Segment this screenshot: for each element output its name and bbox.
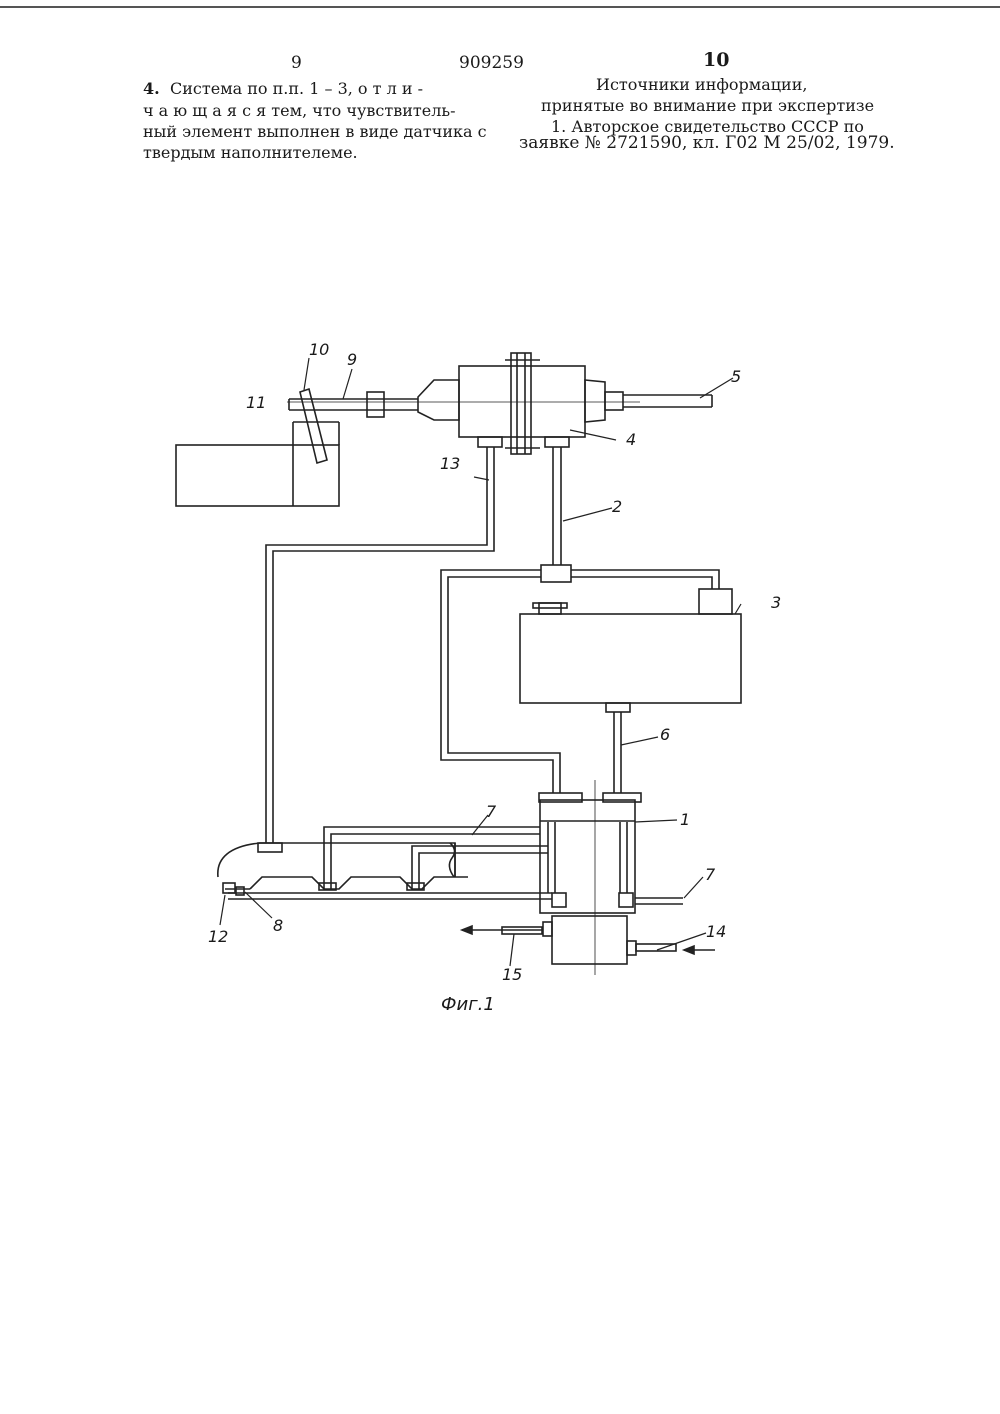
figure-caption: Фиг.1 xyxy=(441,994,495,1015)
label-5: 5 xyxy=(731,367,741,386)
label-9: 9 xyxy=(347,350,357,369)
label-1: 1 xyxy=(680,810,690,829)
label-6: 6 xyxy=(660,725,670,744)
label-12: 12 xyxy=(208,927,228,946)
label-13: 13 xyxy=(440,454,460,473)
actuator-4 xyxy=(459,366,585,437)
label-7-outlet: 7 xyxy=(705,865,715,884)
label-2: 2 xyxy=(612,497,622,516)
label-8: 8 xyxy=(273,916,283,935)
tank-3 xyxy=(520,614,741,703)
label-3: 3 xyxy=(771,593,781,612)
label-7-manifold: 7 xyxy=(486,802,496,821)
label-15: 15 xyxy=(502,965,522,984)
label-14: 14 xyxy=(706,922,726,941)
label-10: 10 xyxy=(309,340,329,359)
label-11: 11 xyxy=(246,393,266,412)
label-4: 4 xyxy=(626,430,636,449)
coupling xyxy=(367,392,384,417)
lever-10 xyxy=(300,389,327,463)
block-lower xyxy=(552,916,627,964)
